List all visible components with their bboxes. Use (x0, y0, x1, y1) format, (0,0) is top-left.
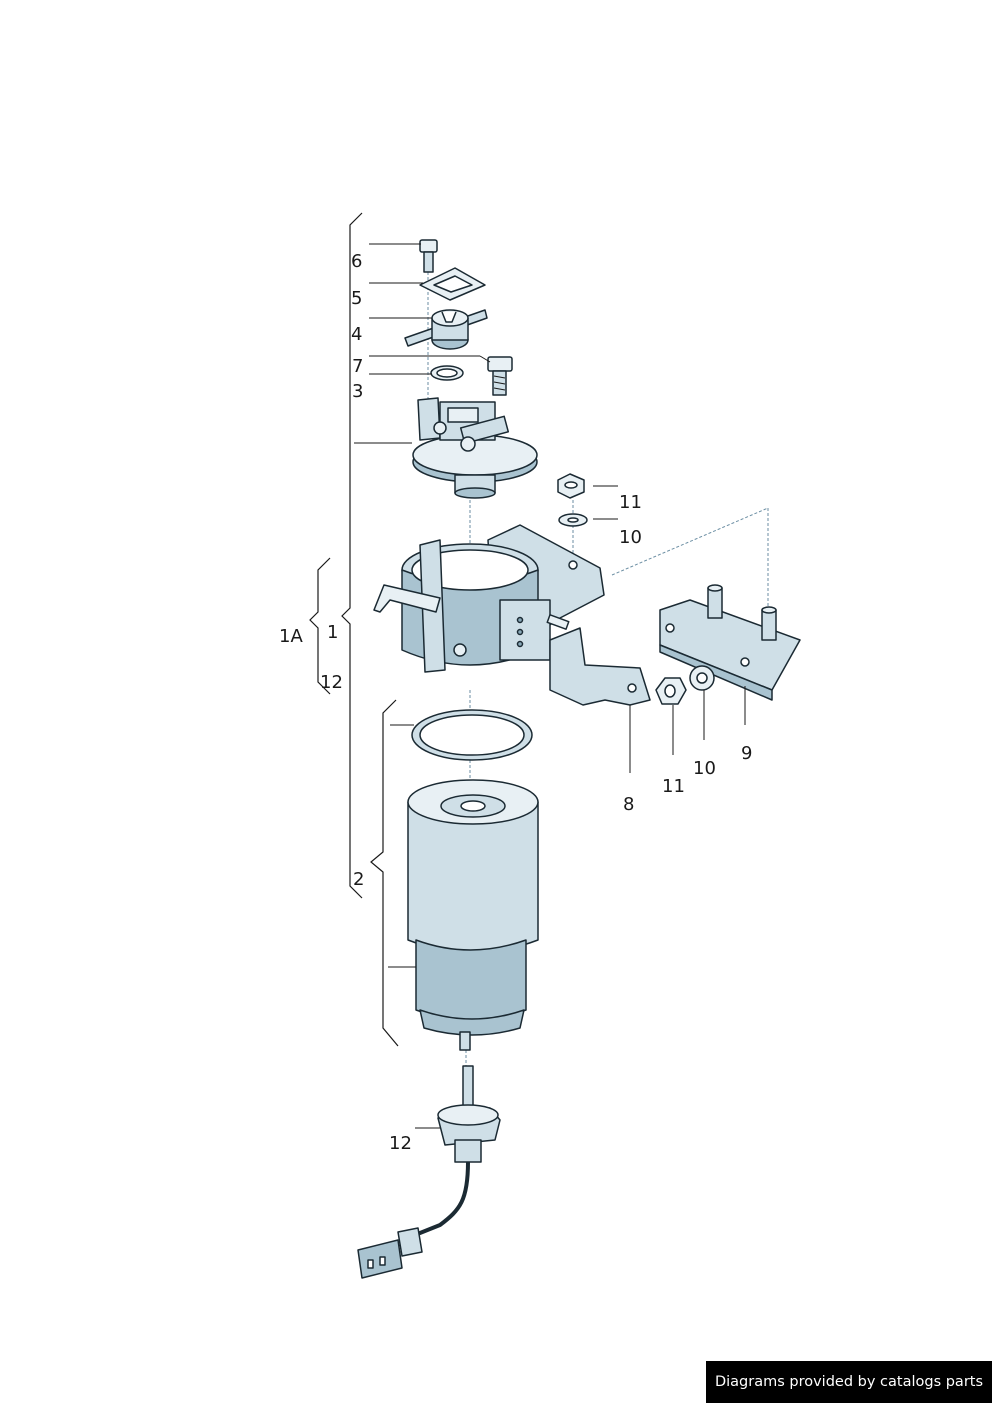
callout-11-lower: 11 (662, 776, 685, 797)
callout-1A: 1A (279, 626, 303, 647)
water-sensor-part-12 (357, 1065, 501, 1279)
callout-2: 2 (353, 869, 364, 890)
mounting-plate-part-9 (659, 584, 801, 701)
clamp-bracket-part-1 (373, 524, 605, 673)
sealing-ring (411, 709, 533, 761)
callout-9: 9 (741, 743, 752, 764)
callout-10-lower: 10 (693, 758, 716, 779)
nut-part-11-lower (655, 677, 687, 705)
nut-part-11-upper (557, 473, 585, 499)
callout-8: 8 (623, 794, 634, 815)
callout-12-brace: 12 (320, 672, 343, 693)
callout-1: 1 (327, 622, 338, 643)
callout-labels: 6 5 4 7 3 11 10 1A 1 12 2 8 11 10 9 12 (279, 251, 752, 1154)
callout-3: 3 (352, 381, 363, 402)
bolt-part-7 (487, 356, 513, 396)
group-braces (309, 212, 399, 1047)
washer-part-10-upper (558, 513, 588, 527)
callout-10-upper: 10 (619, 527, 642, 548)
filter-cartridge-part-2 (407, 779, 539, 1051)
callout-leader-lines (354, 243, 746, 1129)
callout-6: 6 (351, 251, 362, 272)
callout-7: 7 (352, 356, 363, 377)
gasket-part-5 (419, 267, 486, 301)
callout-11-upper: 11 (619, 492, 642, 513)
credit-banner: Diagrams provided by catalogs parts (706, 1361, 992, 1403)
filter-head (412, 397, 538, 499)
callout-12-sensor: 12 (389, 1133, 412, 1154)
bolt-part-6 (419, 239, 438, 273)
washer-part-10-lower (689, 665, 715, 691)
bracket-arm-part-8 (549, 627, 651, 706)
o-ring-part-3 (430, 365, 464, 381)
callout-4: 4 (351, 324, 362, 345)
heater-element-part-4 (404, 309, 488, 350)
callout-5: 5 (351, 288, 362, 309)
